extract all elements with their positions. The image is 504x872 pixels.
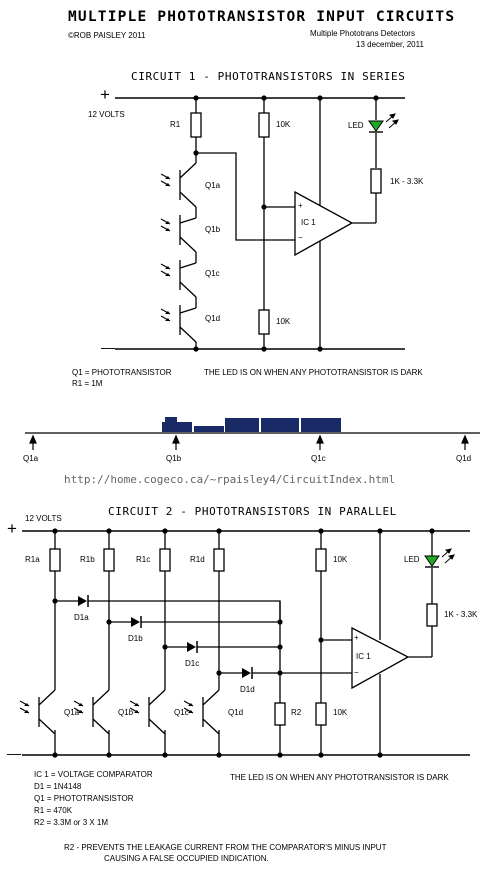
c1-10k-bottom-resistor <box>258 309 270 335</box>
c2-q1b-label: Q1b <box>118 708 134 717</box>
c2-plus-sign: + <box>7 519 17 538</box>
c1-note-r1: R1 = 1M <box>72 379 103 388</box>
c2-r1a-column <box>19 528 61 758</box>
track-label-q1a: Q1a <box>23 454 39 463</box>
page-title: MULTIPLE PHOTOTRANSISTOR INPUT CIRCUITS <box>68 9 456 25</box>
c1-q1d-label: Q1d <box>205 314 221 323</box>
track-diagram <box>25 417 480 450</box>
c1-led-resistor-label: 1K - 3.3K <box>390 177 424 186</box>
c2-10k-bottom-resistor <box>315 702 327 726</box>
c1-note-led: THE LED IS ON WHEN ANY PHOTOTRANSISTOR I… <box>204 368 423 377</box>
c2-r2-resistor <box>274 702 286 726</box>
track-label-q1c: Q1c <box>311 454 326 463</box>
c2-10k-top-label: 10K <box>333 555 348 564</box>
c1-led <box>368 120 384 132</box>
circuit1-schematic <box>115 95 405 352</box>
c2-r2-label: R2 <box>291 708 302 717</box>
c1-10k-top-label: 10K <box>276 120 291 129</box>
copyright: ©ROB PAISLEY 2011 <box>68 31 146 40</box>
c1-q1c-phototransistor <box>160 260 197 298</box>
c1-q1b-label: Q1b <box>205 225 221 234</box>
c1-10k-top-resistor <box>258 112 270 138</box>
c2-note-led: THE LED IS ON WHEN ANY PHOTOTRANSISTOR I… <box>230 773 449 782</box>
c2-r1d-label: R1d <box>190 555 205 564</box>
circuit2-title: CIRCUIT 2 - PHOTOTRANSISTORS IN PARALLEL <box>108 505 397 518</box>
c2-q1a-label: Q1a <box>64 708 80 717</box>
c2-minus-sign: — <box>7 745 21 761</box>
c2-note-r1: R1 = 470K <box>34 806 73 815</box>
c2-note-d1: D1 = 1N4148 <box>34 782 82 791</box>
c1-minus-sign: — <box>101 339 115 355</box>
c2-comparator <box>351 626 410 690</box>
c1-q1a-label: Q1a <box>205 181 221 190</box>
c1-supply-label: 12 VOLTS <box>88 110 125 119</box>
c2-minus-input: − <box>354 668 359 677</box>
c1-r1-resistor <box>190 112 202 138</box>
c2-led-resistor <box>426 603 438 627</box>
c2-supply-label: 12 VOLTS <box>25 514 62 523</box>
c2-footnote-1: R2 - PREVENTS THE LEAKAGE CURRENT FROM T… <box>64 843 387 852</box>
c2-footnote-2: CAUSING A FALSE OCCUPIED INDICATION. <box>104 854 269 863</box>
c2-note-r2: R2 = 3.3M or 3 X 1M <box>34 818 109 827</box>
c2-plus-input: + <box>354 633 359 642</box>
c2-r1d-column <box>183 528 225 758</box>
date: 13 december, 2011 <box>356 40 424 49</box>
c1-comparator <box>294 190 354 257</box>
c2-led <box>424 555 440 567</box>
c2-led-resistor-label: 1K - 3.3K <box>444 610 478 619</box>
c1-q1b-phototransistor <box>160 215 197 253</box>
c2-led-label: LED <box>404 555 420 564</box>
c2-d1b-diode <box>109 616 280 628</box>
c2-10k-bottom-label: 10K <box>333 708 348 717</box>
source-url[interactable]: http://home.cogeco.ca/~rpaisley4/Circuit… <box>64 473 396 486</box>
c2-d1a-label: D1a <box>74 613 89 622</box>
c2-q1c-label: Q1c <box>174 708 189 717</box>
c1-q1a-phototransistor <box>160 162 197 208</box>
c1-plus-sign: + <box>100 85 110 104</box>
c2-note-ic: IC 1 = VOLTAGE COMPARATOR <box>34 770 153 779</box>
c2-q1d-label: Q1d <box>228 708 244 717</box>
c1-ic-label: IC 1 <box>301 218 316 227</box>
c2-d1b-label: D1b <box>128 634 143 643</box>
c1-plus-input: + <box>298 201 303 210</box>
c2-ic-label: IC 1 <box>356 652 371 661</box>
subtitle: Multiple Phototrans Detectors <box>310 29 415 38</box>
c1-led-label: LED <box>348 121 364 130</box>
track-label-q1d: Q1d <box>456 454 472 463</box>
c1-led-resistor <box>370 168 382 194</box>
c2-note-q1: Q1 = PHOTOTRANSISTOR <box>34 794 134 803</box>
c2-d1d-diode <box>219 667 280 679</box>
c2-r1b-label: R1b <box>80 555 95 564</box>
c2-r1a-label: R1a <box>25 555 40 564</box>
c1-minus-input: − <box>298 233 303 242</box>
c2-d1c-diode <box>165 641 280 653</box>
c1-q1c-label: Q1c <box>205 269 220 278</box>
c1-q1d-phototransistor <box>160 305 197 343</box>
c1-r1-label: R1 <box>170 120 181 129</box>
c2-r1c-column <box>129 528 171 758</box>
c2-r1c-label: R1c <box>136 555 151 564</box>
c2-d1c-label: D1c <box>185 659 200 668</box>
train <box>162 417 341 432</box>
c2-d1d-label: D1d <box>240 685 255 694</box>
circuit1-title: CIRCUIT 1 - PHOTOTRANSISTORS IN SERIES <box>131 70 406 83</box>
c2-10k-top-resistor <box>315 548 327 572</box>
c1-note-q1: Q1 = PHOTOTRANSISTOR <box>72 368 172 377</box>
c1-10k-bottom-label: 10K <box>276 317 291 326</box>
track-label-q1b: Q1b <box>166 454 182 463</box>
